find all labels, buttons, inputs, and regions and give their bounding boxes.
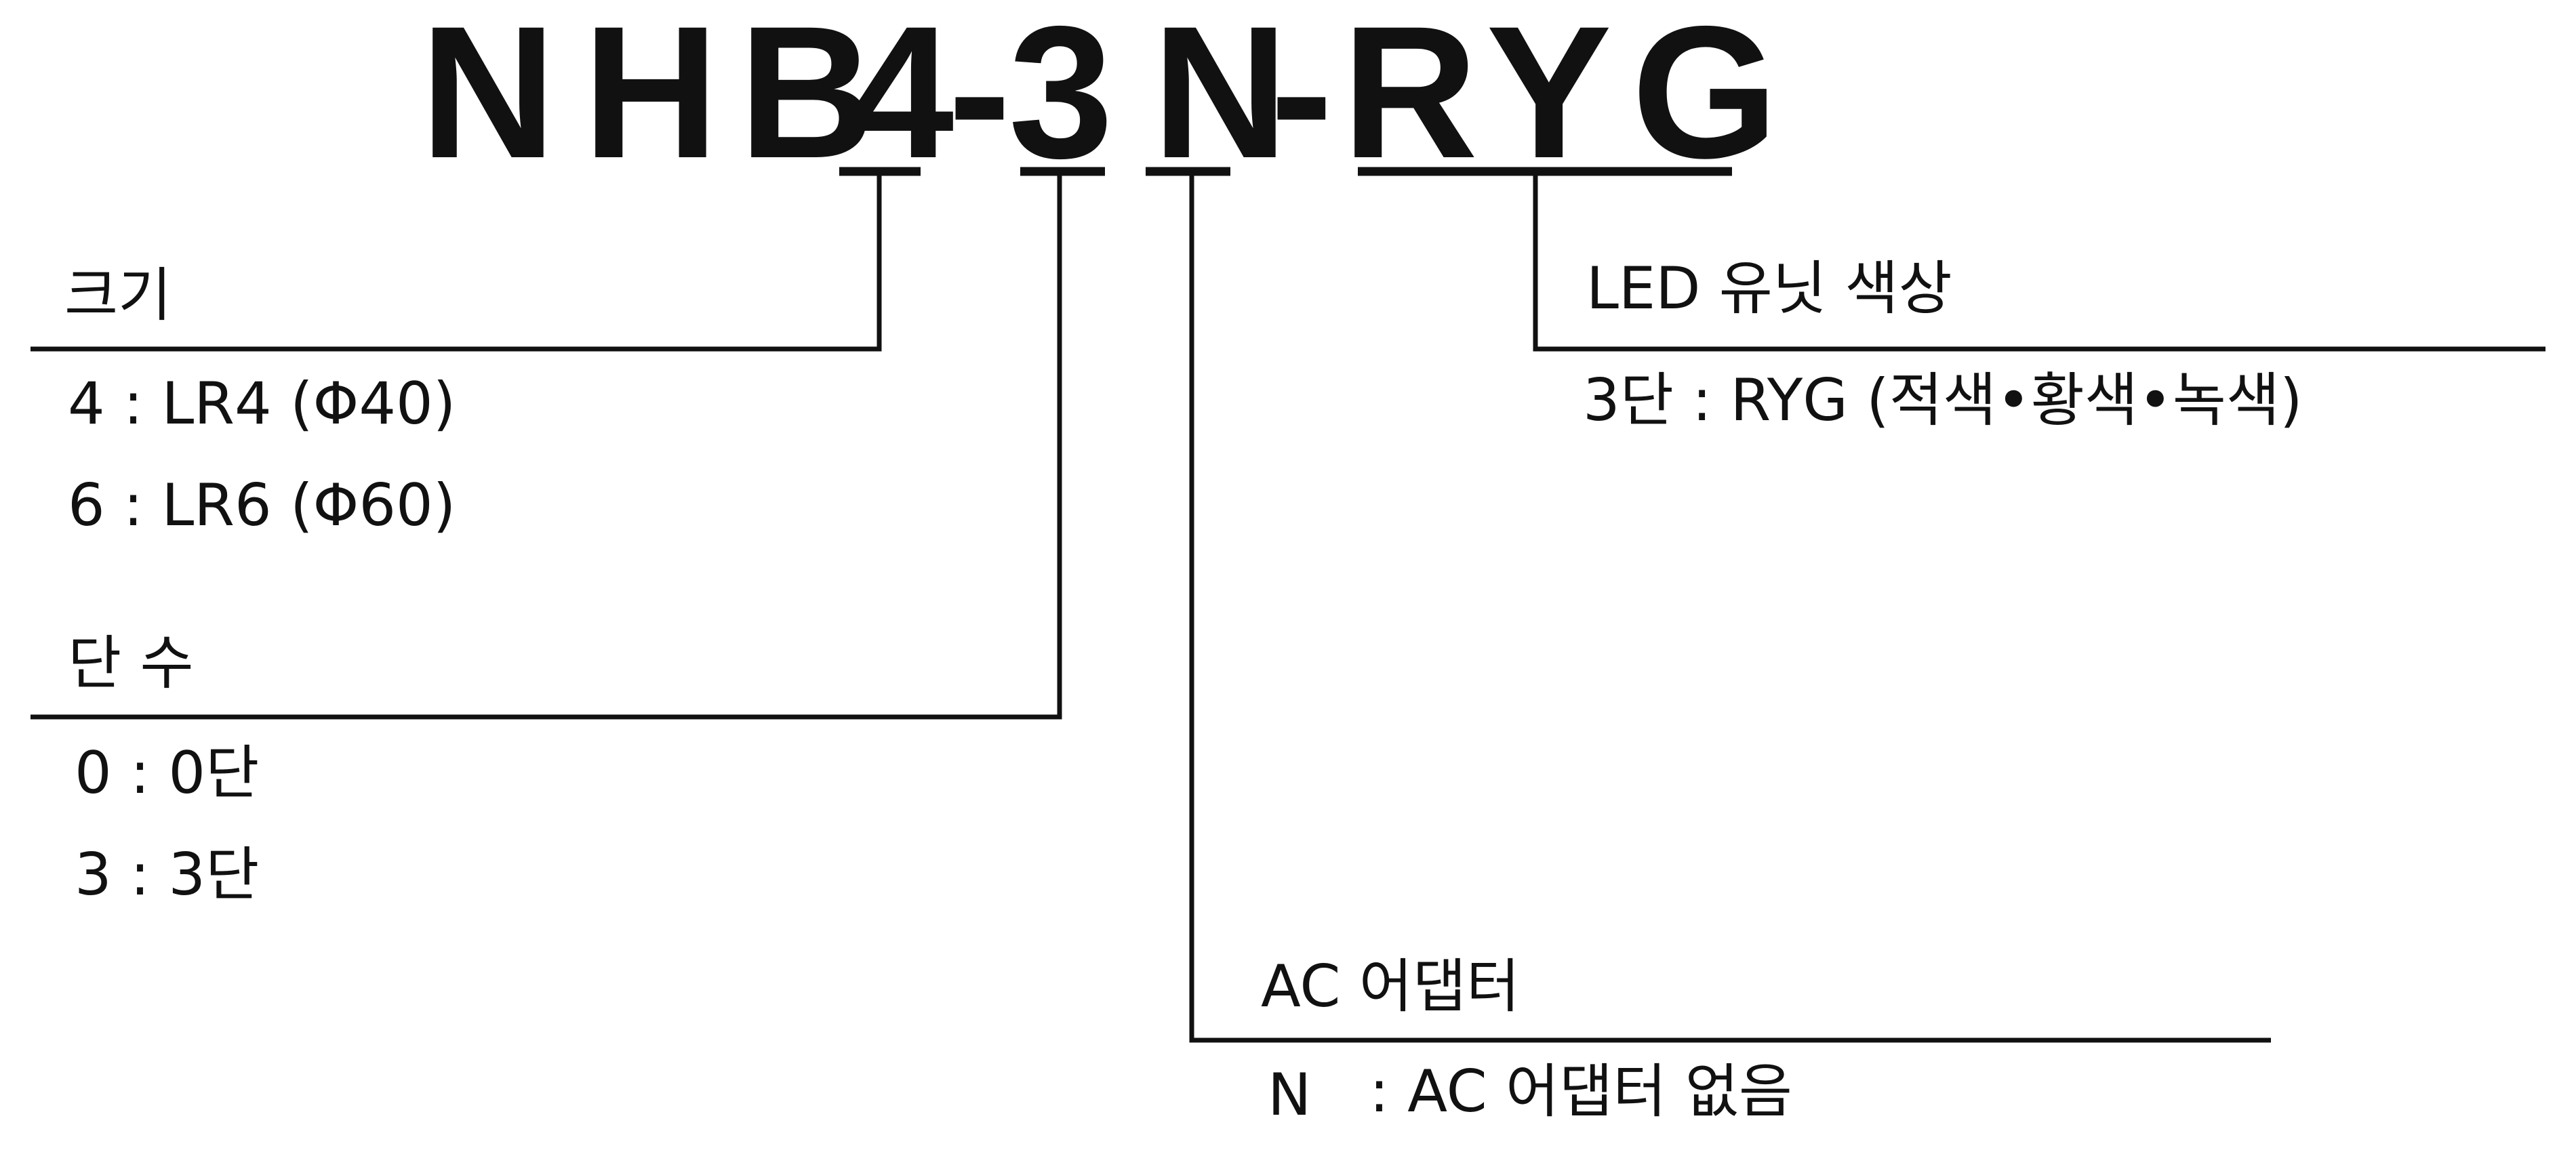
tiers-section: 단 수 0 : 0단 3 : 3단	[68, 630, 259, 909]
tiers-option-3: 3 : 3단	[75, 841, 259, 909]
model-char-hyphen-1: -	[948, 0, 1011, 197]
model-char-size: 4	[849, 0, 955, 197]
model-char-color-g: G	[1632, 0, 1778, 197]
size-title: 크기	[64, 262, 172, 329]
adapter-section: AC 어댑터 N : AC 어댑터 없음	[1261, 953, 1792, 1129]
model-char-series-h: H	[583, 0, 719, 197]
led-color-section: LED 유닛 색상 3단 : RYG (적색•황색•녹색)	[1583, 255, 2303, 434]
model-char-tiers: 3	[1009, 0, 1114, 197]
tiers-title: 단 수	[68, 630, 194, 697]
led-color-option-ryg: 3단 : RYG (적색•황색•녹색)	[1583, 367, 2303, 434]
model-char-series-b: B	[739, 0, 875, 197]
adapter-option-desc: : AC 어댑터 없음	[1369, 1058, 1792, 1126]
adapter-title: AC 어댑터	[1261, 953, 1520, 1021]
leader-adapter	[1189, 171, 2271, 1043]
tiers-option-0: 0 : 0단	[75, 739, 259, 807]
size-option-4: 4 : LR4 (Φ40)	[68, 370, 456, 438]
size-section: 크기 4 : LR4 (Φ40) 6 : LR6 (Φ60)	[64, 262, 456, 539]
model-char-color-y: Y	[1486, 0, 1611, 197]
model-char-color-r: R	[1342, 0, 1478, 197]
model-code: N H B 4 - 3 N - R Y G	[420, 0, 1779, 197]
model-char-adapter: N	[1152, 0, 1289, 197]
model-char-hyphen-2: -	[1270, 0, 1333, 197]
size-option-6: 6 : LR6 (Φ60)	[68, 472, 456, 539]
adapter-option-code: N	[1268, 1061, 1311, 1129]
leader-led-color	[1533, 171, 2545, 352]
leader-lines	[31, 171, 2545, 1043]
led-color-title: LED 유닛 색상	[1586, 255, 1952, 323]
model-char-series-n: N	[420, 0, 557, 197]
leader-tiers	[31, 171, 1062, 720]
leader-size	[31, 171, 882, 352]
